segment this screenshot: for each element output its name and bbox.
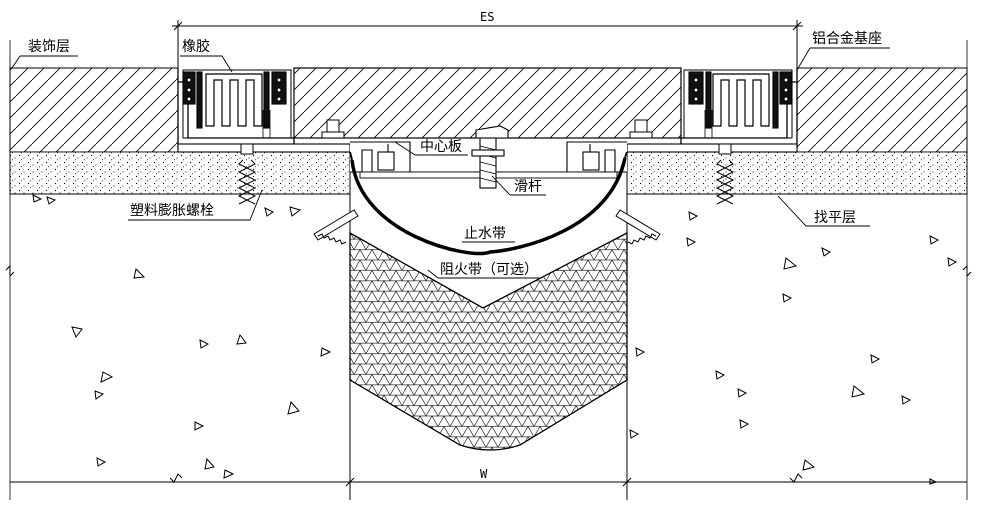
leader-lines — [11, 47, 890, 279]
rubber-seal-left — [182, 71, 287, 129]
expansion-bolt-left — [237, 143, 257, 205]
leveling-layer-left — [9, 151, 351, 195]
label-rubber: 橡胶 — [182, 38, 210, 55]
anchor-bolt-left-diagonal — [313, 209, 359, 245]
leveling-layer-right — [626, 151, 968, 195]
expansion-bolt-right — [715, 143, 735, 205]
slide-bar — [471, 125, 509, 189]
label-fire-barrier: 阻火带（可选） — [440, 262, 538, 278]
label-plastic-expansion-bolt: 塑料膨胀螺栓 — [130, 202, 214, 219]
dimension-w-label: W — [480, 467, 488, 481]
dimension-w — [344, 477, 633, 487]
label-slide-bar: 滑杆 — [514, 178, 542, 195]
anchor-bolt-right-diagonal — [615, 209, 661, 245]
center-plate — [293, 67, 682, 139]
decoration-layer-right — [796, 67, 968, 153]
label-aluminum-base: 铝合金基座 — [812, 30, 882, 47]
rubber-seal-right — [688, 71, 793, 129]
decoration-layer-left — [9, 67, 179, 153]
fire-barrier — [349, 231, 628, 451]
waterstop — [349, 151, 628, 256]
center-bolts — [321, 119, 653, 139]
dimension-es — [172, 20, 803, 68]
label-leveling-layer: 找平层 — [814, 210, 856, 226]
label-decoration-layer: 装饰层 — [28, 39, 70, 55]
label-center-plate: 中心板 — [420, 139, 462, 155]
dimension-es-label: ES — [480, 10, 494, 24]
label-waterstop: 止水带 — [464, 226, 506, 242]
break-marks — [5, 264, 972, 483]
